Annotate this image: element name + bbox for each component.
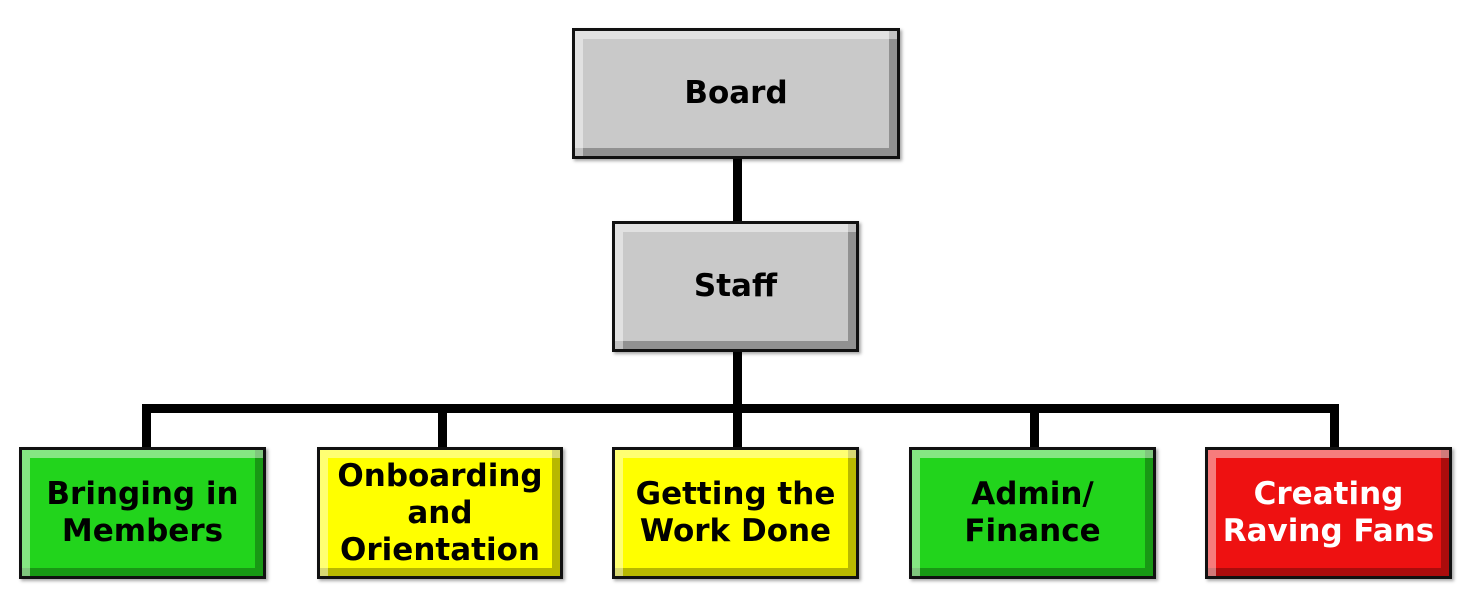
node-onboarding-and-orientation: Onboarding and Orientation — [317, 447, 563, 579]
node-label: Admin/ Finance — [964, 476, 1101, 549]
connector-drop-4 — [1030, 404, 1039, 450]
node-staff: Staff — [612, 221, 859, 352]
node-board: Board — [572, 28, 900, 159]
connector-board-staff — [733, 156, 742, 224]
connector-drop-2 — [438, 404, 447, 450]
connector-drop-5 — [1330, 404, 1339, 450]
node-label: Creating Raving Fans — [1222, 476, 1435, 549]
node-label: Staff — [693, 268, 778, 304]
connector-drop-3 — [733, 404, 742, 450]
connector-drop-1 — [142, 404, 151, 450]
node-label: Board — [684, 75, 788, 111]
connector-staff-bus — [733, 349, 742, 411]
node-creating-raving-fans: Creating Raving Fans — [1205, 447, 1452, 579]
node-bringing-in-members: Bringing in Members — [19, 447, 266, 579]
node-label: Onboarding and Orientation — [337, 457, 543, 568]
node-getting-the-work-done: Getting the Work Done — [612, 447, 859, 579]
node-admin-finance: Admin/ Finance — [909, 447, 1156, 579]
node-label: Bringing in Members — [46, 476, 239, 549]
node-label: Getting the Work Done — [635, 476, 836, 549]
